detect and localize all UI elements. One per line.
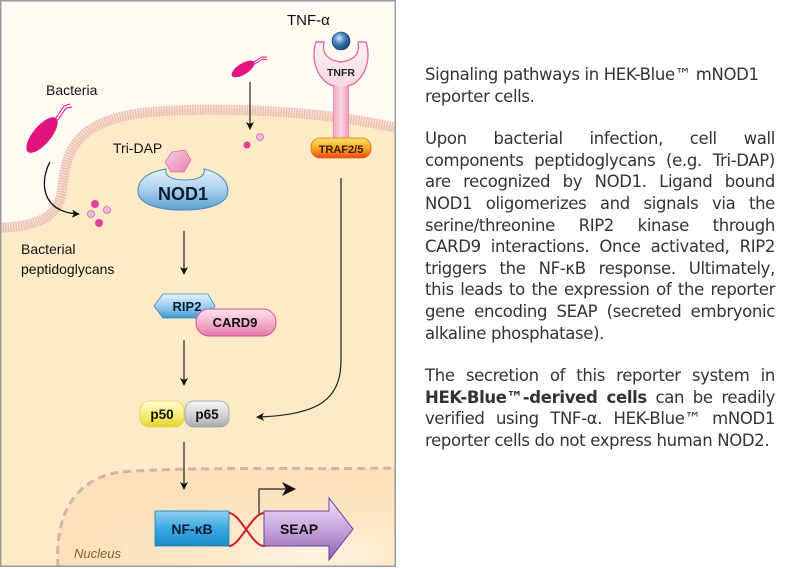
tri-dap-label: Tri-DAP: [113, 140, 162, 156]
tnfr-label: TNFR: [327, 67, 355, 79]
card9-box: [195, 308, 277, 337]
nfkb-promoter-box: [154, 510, 230, 547]
paragraph-mechanism: Upon bacterial infection, cell wall comp…: [425, 129, 775, 343]
seap-gene-arrow: [263, 496, 354, 562]
nucleus-label: Nucleus: [74, 546, 121, 561]
signaling-pathway-diagram: TNF-α TNFR TRAF2/5 Bacteria Bacterial pe…: [0, 0, 396, 567]
traf-to-nfkb-arrow: [256, 178, 342, 421]
paragraph-verification-post: can be readily verified using TNF-α. HEK…: [425, 387, 775, 450]
p50-label: p50: [150, 407, 173, 422]
rip2-label: RIP2: [173, 299, 202, 314]
p50-box: [139, 400, 185, 428]
bacterium-icon: [26, 117, 58, 153]
card9-label: CARD9: [213, 315, 258, 330]
paragraph-verification-pre: The secretion of this reporter system in: [425, 366, 775, 386]
bacteria-to-peptidoglycan-arrow: [43, 161, 80, 218]
nod1-label: NOD1: [158, 184, 208, 204]
transcription-start-arrow: [258, 482, 296, 514]
nod1-receptor-icon: [137, 168, 229, 211]
tnf-alpha-icon: [331, 31, 351, 51]
description-panel: Signaling pathways in HEK-Blue™ mNOD1 re…: [425, 64, 775, 473]
tnf-alpha-label: TNF-α: [287, 12, 330, 29]
p65-box: [184, 400, 230, 428]
traf-label: TRAF2/5: [319, 144, 364, 156]
hek-blue-derived-cells-emphasis: HEK-Blue™-derived cells: [425, 387, 647, 407]
traf-box: [310, 137, 372, 159]
p65-label: p65: [195, 407, 219, 422]
figure-title: Signaling pathways in HEK-Blue™ mNOD1 re…: [425, 65, 759, 106]
peptidoglycan-particles: [87, 200, 111, 227]
peptidoglycans-label-line2: peptidoglycans: [21, 261, 114, 277]
diagram-border: [0, 0, 396, 567]
nucleus-membrane: [56, 466, 396, 567]
peptidoglycans-label-line1: Bacterial: [21, 241, 75, 257]
bacterium-icon-2: [231, 60, 255, 78]
bacteria-label: Bacteria: [46, 82, 98, 98]
seap-label: SEAP: [280, 521, 318, 537]
tri-dap-ligand-icon: [164, 149, 192, 173]
paragraph-verification: The secretion of this reporter system in…: [425, 365, 775, 451]
nfkb-label: NF-κB: [171, 521, 212, 537]
cell-membrane: [0, 104, 396, 233]
